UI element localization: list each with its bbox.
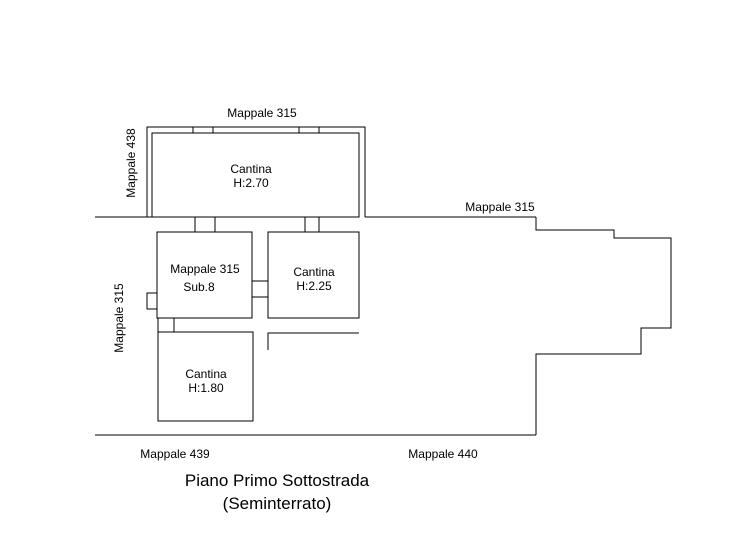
mid-cellar-room	[267, 231, 360, 319]
sub8-room	[156, 231, 253, 319]
passage	[251, 280, 269, 298]
neighbor-top: Mappale 315	[227, 106, 297, 120]
top-cellar-room	[151, 132, 360, 218]
neighbor-bottom-left: Mappale 439	[140, 447, 210, 461]
passage	[157, 317, 175, 333]
neighbor-left-upper: Mappale 438	[124, 128, 138, 198]
bottom-cellar-name: Cantina	[185, 367, 227, 381]
plan-title: Piano Primo Sottostrada	[185, 471, 370, 490]
window	[298, 126, 320, 134]
window	[146, 292, 158, 310]
boundary-lines	[95, 216, 672, 436]
mid-cellar-height: H:2.25	[296, 279, 332, 293]
partial-wall	[267, 332, 359, 350]
neighbor-bottom-right: Mappale 440	[408, 447, 478, 461]
passage	[304, 216, 320, 233]
passage	[194, 216, 216, 233]
sub8-name: Mappale 315	[170, 262, 240, 276]
top-cellar-block	[146, 126, 366, 233]
neighbor-right: Mappale 315	[465, 200, 535, 214]
window	[192, 126, 214, 134]
top-cellar-name: Cantina	[230, 162, 272, 176]
sub8-sub: Sub.8	[183, 280, 215, 294]
bottom-cellar-height: H:1.80	[188, 381, 224, 395]
mid-cellar-name: Cantina	[293, 265, 335, 279]
bottom-cellar-room	[157, 331, 254, 422]
sub8-block	[146, 231, 269, 333]
top-cellar-height: H:2.70	[233, 176, 269, 190]
neighbor-left-lower: Mappale 315	[112, 283, 126, 353]
plan-subtitle: (Seminterrato)	[223, 494, 332, 513]
